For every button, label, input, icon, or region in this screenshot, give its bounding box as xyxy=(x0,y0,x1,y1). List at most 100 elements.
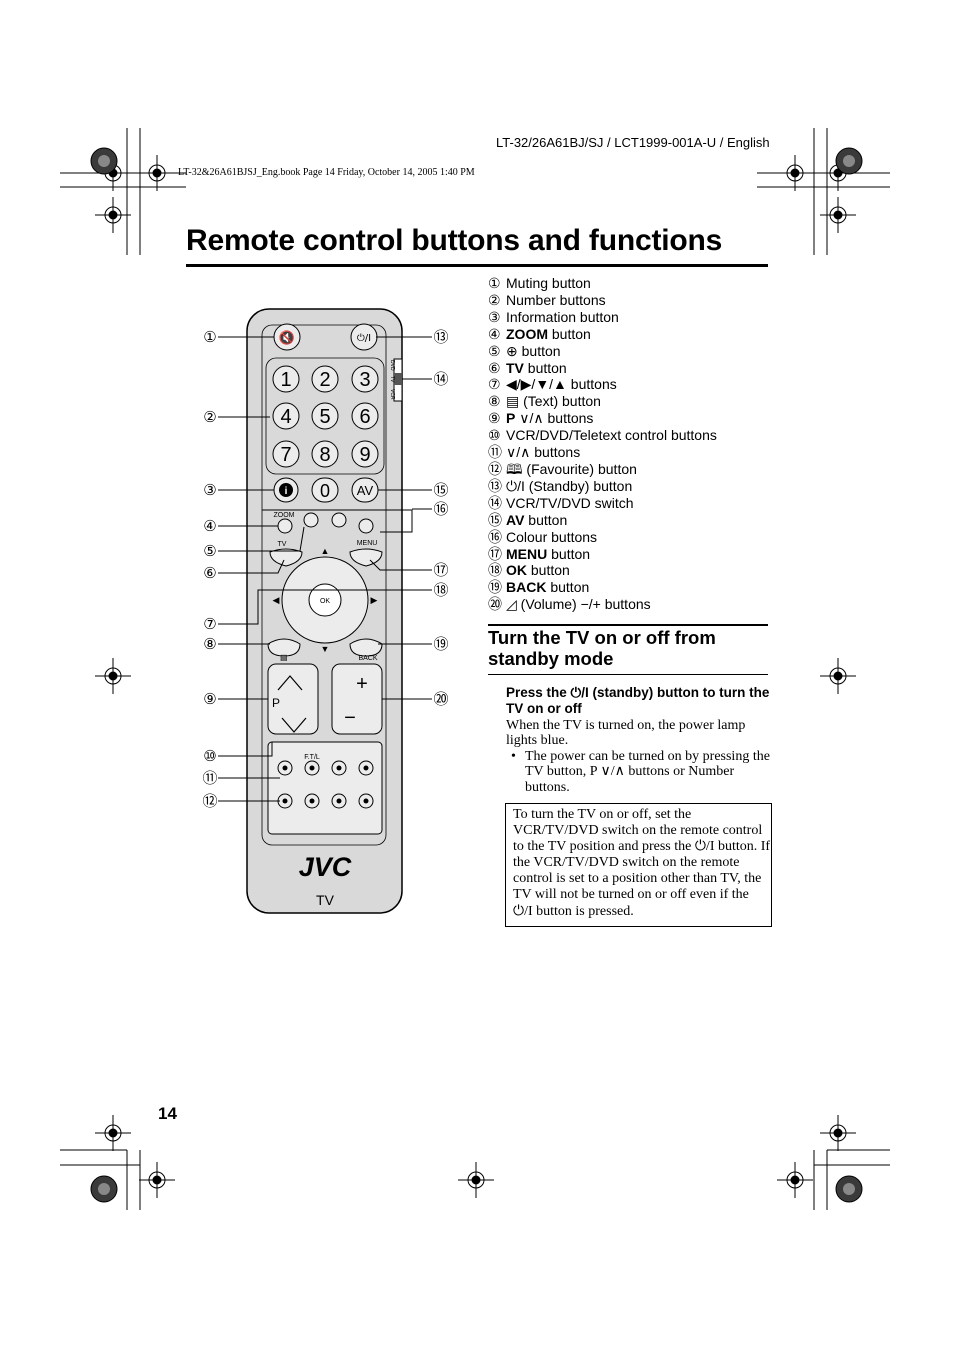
instruction-heading: Press the ⏻/I (standby) button to turn t… xyxy=(506,685,770,716)
callout-10: ⑩ xyxy=(203,747,216,765)
ok-button[interactable] xyxy=(308,583,342,617)
instruction-body: When the TV is turned on, the power lamp… xyxy=(506,718,746,749)
legend-text: VCR/DVD/Teletext control buttons xyxy=(506,427,717,444)
power-icon: ⏻/I xyxy=(357,333,371,344)
legend-keyword: MENU xyxy=(506,545,548,562)
volume-minus-icon: − xyxy=(344,707,356,729)
legend-number: ⑧ xyxy=(488,393,501,410)
legend-item: ⑫🕮 (Favourite) button xyxy=(488,461,778,478)
digit-6: 6 xyxy=(359,406,370,428)
legend-keyword: P xyxy=(506,410,516,427)
legend-item: ⑤⊕ button xyxy=(488,343,778,360)
number-button-7[interactable] xyxy=(272,440,300,468)
legend-text: button xyxy=(523,359,567,376)
legend-text: button xyxy=(527,562,570,579)
digit-7: 7 xyxy=(280,444,291,466)
callout-9: ⑨ xyxy=(203,690,216,708)
jvc-logo: JVC xyxy=(299,852,352,882)
zoom-label: ZOOM xyxy=(274,512,295,519)
callout-11: ⑪ xyxy=(202,769,217,787)
callout-19: ⑲ xyxy=(433,635,448,653)
callout-14: ⑭ xyxy=(433,370,448,388)
zoom-button[interactable] xyxy=(277,518,293,534)
back-button[interactable] xyxy=(349,638,383,657)
callout-13: ⑬ xyxy=(433,328,448,346)
legend-text: Information button xyxy=(506,308,619,325)
menu-label: MENU xyxy=(357,540,378,547)
number-button-6[interactable] xyxy=(351,402,379,430)
legend-number: ⑪ xyxy=(488,444,502,461)
arrow-left-icon: ◀ xyxy=(273,595,280,605)
legend-text: Number buttons xyxy=(506,291,606,308)
number-button-1[interactable] xyxy=(272,365,300,393)
legend-number: ⑰ xyxy=(488,545,502,562)
digit-1: 1 xyxy=(280,369,291,391)
number-button-2[interactable] xyxy=(311,365,339,393)
callout-4: ④ xyxy=(203,517,216,535)
bullet-text: The power can be turned on by pressing t… xyxy=(525,749,770,795)
digit-0: 0 xyxy=(320,481,330,501)
callout-15: ⑮ xyxy=(433,481,448,499)
section-rule-bottom xyxy=(488,674,768,675)
volume-plus-icon: + xyxy=(356,673,368,695)
legend-icon: 🕮 xyxy=(506,460,523,477)
legend-number: ⑭ xyxy=(488,494,502,511)
page-number: 14 xyxy=(158,1104,177,1123)
number-button-0[interactable] xyxy=(311,477,339,503)
legend-number: ⑤ xyxy=(488,342,501,359)
arrow-right-icon: ▶ xyxy=(371,595,378,605)
number-button-8[interactable] xyxy=(311,440,339,468)
number-button-9[interactable] xyxy=(351,440,379,468)
legend-number: ⑱ xyxy=(488,562,502,579)
p-label: P xyxy=(272,696,280,710)
digit-8: 8 xyxy=(319,444,330,466)
section-title: Turn the TV on or off from standby mode xyxy=(488,627,716,669)
colour-button-green[interactable] xyxy=(331,512,347,528)
callout-3: ③ xyxy=(203,481,216,499)
legend-text: button xyxy=(524,511,568,528)
arrow-up-icon: ▲ xyxy=(321,546,330,556)
note-box: To turn the TV on or off, set the VCR/TV… xyxy=(505,803,772,927)
legend-text: (Text) button xyxy=(519,393,601,410)
text-icon: ▤ xyxy=(280,653,288,662)
ftl-label: F.T/L xyxy=(304,754,320,761)
callout-1: ① xyxy=(203,328,216,346)
colour-button-yellow[interactable] xyxy=(358,518,374,534)
number-button-4[interactable] xyxy=(272,402,300,430)
switch-label-tv: TV xyxy=(389,376,395,383)
legend-keyword: BACK xyxy=(506,579,547,596)
page-title: Remote control buttons and functions xyxy=(186,224,723,257)
legend-icon: ⊕ xyxy=(506,342,518,359)
book-info-line: LT-32&26A61BJSJ_Eng.book Page 14 Friday,… xyxy=(178,167,475,178)
legend-number: ① xyxy=(488,275,501,291)
number-button-3[interactable] xyxy=(351,365,379,393)
digit-9: 9 xyxy=(359,444,370,466)
digit-5: 5 xyxy=(319,406,330,428)
mute-icon: 🔇 xyxy=(279,330,295,346)
legend-item: ⑧▤ (Text) button xyxy=(488,393,778,410)
digit-3: 3 xyxy=(359,369,370,391)
legend-number: ⑫ xyxy=(488,460,502,477)
legend-item: ⑬⏻/I (Standby) button xyxy=(488,478,778,495)
number-button-5[interactable] xyxy=(311,402,339,430)
digit-4: 4 xyxy=(280,406,291,428)
vcr-dvd-control-panel xyxy=(267,741,383,835)
tv-button[interactable] xyxy=(269,548,303,567)
legend-keyword: TV xyxy=(506,359,524,376)
legend-item: ⑪∨/∧ buttons xyxy=(488,444,778,461)
menu-button[interactable] xyxy=(349,548,383,567)
text-button[interactable] xyxy=(267,638,301,657)
tv-label: TV xyxy=(278,541,287,548)
title-rule xyxy=(186,264,768,267)
callout-12: ⑫ xyxy=(202,792,217,810)
legend-text: button xyxy=(547,545,591,562)
switch-label-dvd: DVD xyxy=(389,360,395,371)
colour-button-red[interactable] xyxy=(303,512,319,528)
